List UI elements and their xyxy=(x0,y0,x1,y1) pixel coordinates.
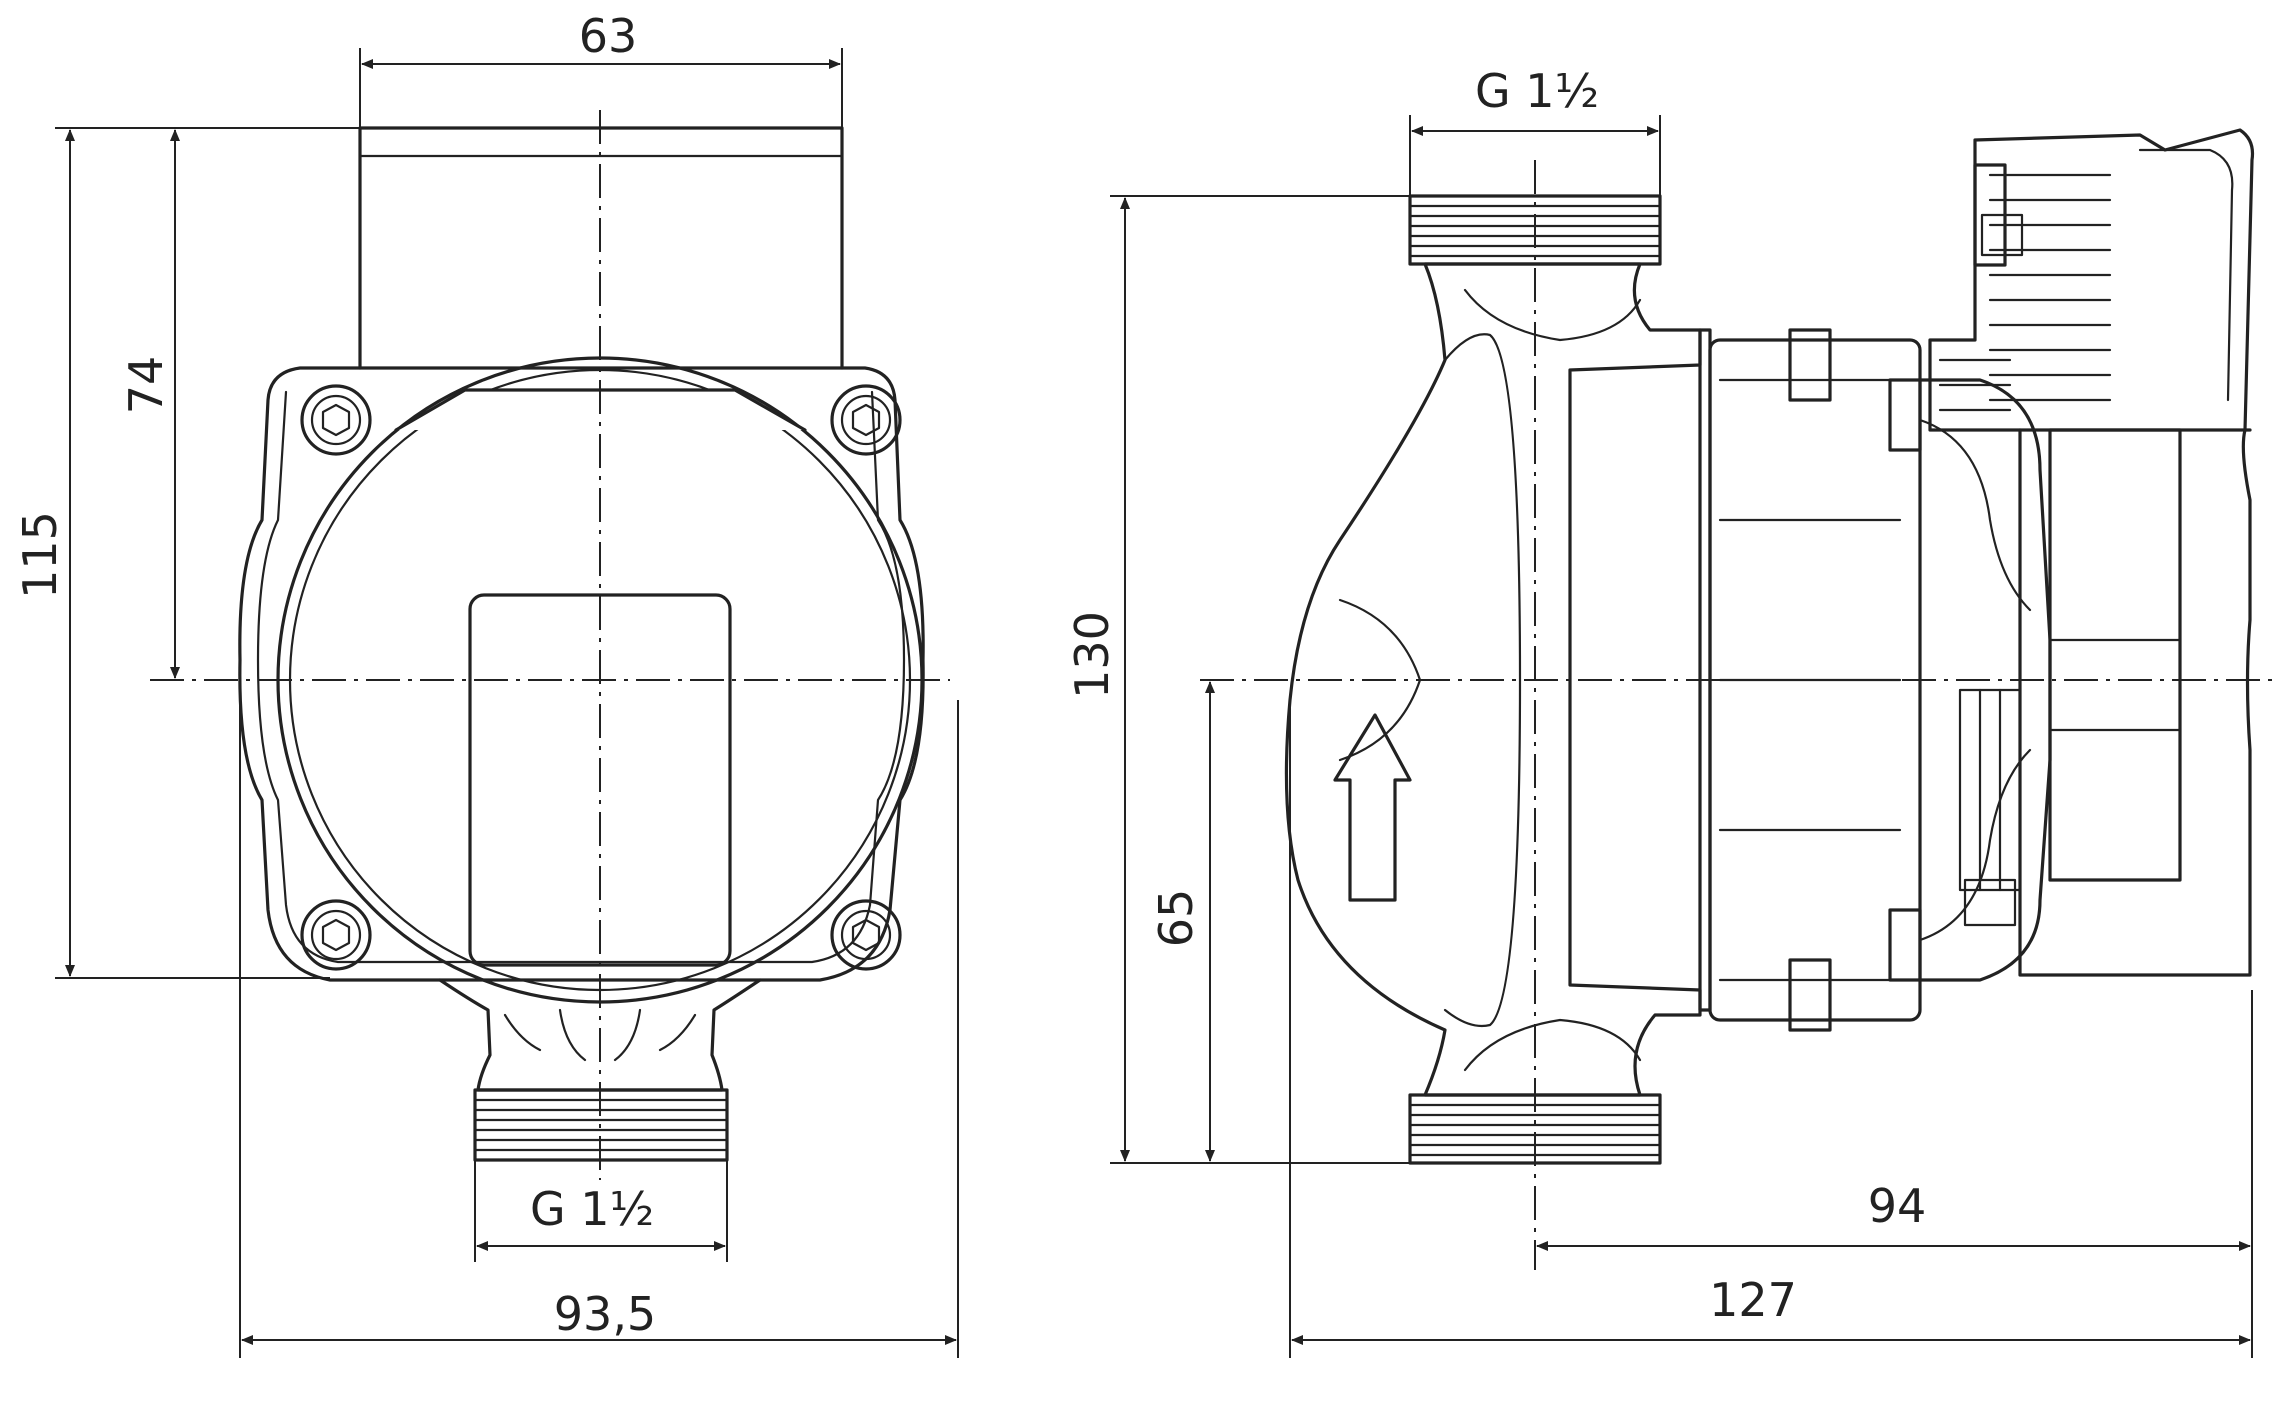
dimension-93-5: 93,5 xyxy=(239,700,959,1358)
dim-label-74: 74 xyxy=(119,356,173,415)
dimension-74: 74 xyxy=(119,127,360,679)
side-motor-housing xyxy=(1568,328,1712,1012)
dim-label-65: 65 xyxy=(1149,889,1203,948)
dim-label-63: 63 xyxy=(579,9,638,63)
dimension-115: 115 xyxy=(13,127,330,979)
dim-label-thread-front: G 1½ xyxy=(530,1182,654,1236)
dim-label-93-5: 93,5 xyxy=(554,1287,656,1341)
screw-icon-top-right xyxy=(830,384,902,456)
dim-label-115: 115 xyxy=(13,511,67,599)
dimension-94: 94 xyxy=(1536,990,2253,1262)
front-view: 63 74 115 G 1½ 93,5 xyxy=(13,9,959,1358)
dim-label-130: 130 xyxy=(1065,611,1119,699)
dim-label-94: 94 xyxy=(1868,1179,1927,1233)
screw-icon-top-left xyxy=(300,384,372,456)
dimension-65: 65 xyxy=(1149,681,1215,1162)
front-pump-housing xyxy=(238,366,925,982)
flow-direction-arrow-icon xyxy=(1333,713,1412,902)
dim-label-thread-side: G 1½ xyxy=(1475,64,1599,118)
side-electronics-module xyxy=(1928,128,2255,977)
screw-icon-bottom-left xyxy=(300,899,372,971)
dimension-127: 127 xyxy=(1289,700,2253,1358)
screw-icon-bottom-right xyxy=(830,899,902,971)
side-view: G 1½ 130 65 94 127 xyxy=(1065,64,2280,1358)
dim-label-127: 127 xyxy=(1709,1273,1797,1327)
dimension-63: 63 xyxy=(359,9,843,128)
side-pump-housing xyxy=(1284,262,1702,1097)
dimension-thread-side: G 1½ xyxy=(1409,64,1661,196)
dimension-thread-front: G 1½ xyxy=(474,1160,728,1262)
dimension-130: 130 xyxy=(1065,195,1410,1164)
